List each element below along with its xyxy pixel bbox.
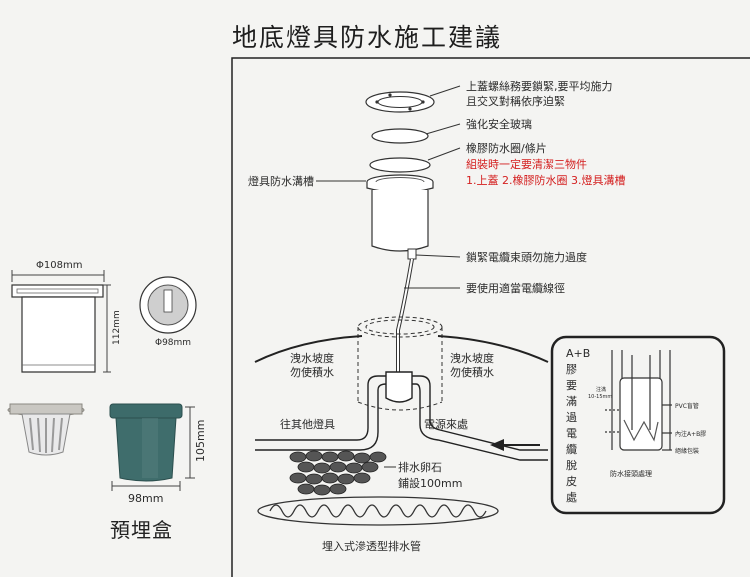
label-drain: 埋入式滲透型排水管	[322, 539, 421, 553]
inset-pvc: PVC盲管	[675, 402, 699, 410]
dashed-hole	[357, 316, 443, 411]
callout-cable: 要使用適當電纜線徑	[466, 281, 565, 295]
callout-groove: 燈具防水溝槽	[248, 174, 314, 188]
inset-joint	[605, 350, 672, 451]
gravel-bed	[289, 450, 387, 496]
callout-screws-2: 且交叉對稱依序迫緊	[466, 94, 565, 108]
dim-top-label: Φ108mm	[36, 260, 82, 271]
inset-fill: 注滿	[596, 386, 606, 393]
ground-right	[437, 335, 549, 363]
power-arrow	[490, 439, 540, 451]
dim-box-width-label: 98mm	[128, 492, 163, 505]
callout-glass: 強化安全玻璃	[466, 117, 532, 131]
slope-right-2: 勿使積水	[450, 365, 494, 379]
ground-left	[254, 335, 363, 363]
page-title: 地底燈具防水施工建議	[232, 23, 503, 52]
inset-inner: 內注A+B膠	[675, 430, 706, 438]
box-label: 預埋盒	[110, 518, 173, 542]
slope-left-1: 洩水坡度	[290, 351, 334, 365]
callout-gasket: 橡膠防水圈/條片	[466, 141, 547, 155]
box-flange	[11, 284, 104, 298]
slope-left-2: 勿使積水	[290, 365, 334, 379]
callout-gland: 鎖緊電纜束頭勿施力過度	[466, 250, 587, 264]
callout-screws-1: 上蓋螺絲務要鎖緊,要平均施力	[466, 79, 613, 93]
main-frame	[231, 57, 750, 577]
box-body	[21, 296, 96, 373]
safety-glass	[371, 128, 429, 144]
callout-clean-items: 1.上蓋 2.橡膠防水圈 3.燈具溝槽	[466, 173, 625, 187]
label-power-in: 電源來處	[424, 417, 468, 431]
label-gravel-2: 鋪設100mm	[398, 476, 462, 490]
inset-vertical-note: A+B 膠 要 滿 過 電 纜 脫 皮 處	[566, 347, 594, 504]
dim-box-height-label: 105mm	[194, 420, 207, 462]
label-other-fixture: 往其他燈具	[280, 417, 335, 431]
fixture-body	[366, 174, 434, 260]
dim-height-label: 112mm	[112, 310, 122, 345]
burial-box-photo	[109, 403, 183, 482]
dim-hole-label: Φ98mm	[155, 338, 191, 348]
rubber-gasket	[369, 157, 431, 173]
junction	[385, 371, 413, 403]
lamp-photo	[7, 403, 85, 456]
slope-right-1: 洩水坡度	[450, 351, 494, 365]
conduit-pipes	[255, 375, 548, 461]
inset-fill-size: 10-15mm	[588, 394, 612, 400]
inset-wrap: 絕緣包裝	[675, 447, 699, 455]
label-gravel-1: 排水卵石	[398, 460, 442, 474]
drain-pipe	[257, 496, 499, 526]
callout-clean-note: 組裝時一定要清潔三物件	[466, 157, 587, 171]
top-cover	[365, 91, 435, 113]
inset-caption: 防水接頭處理	[610, 469, 652, 478]
